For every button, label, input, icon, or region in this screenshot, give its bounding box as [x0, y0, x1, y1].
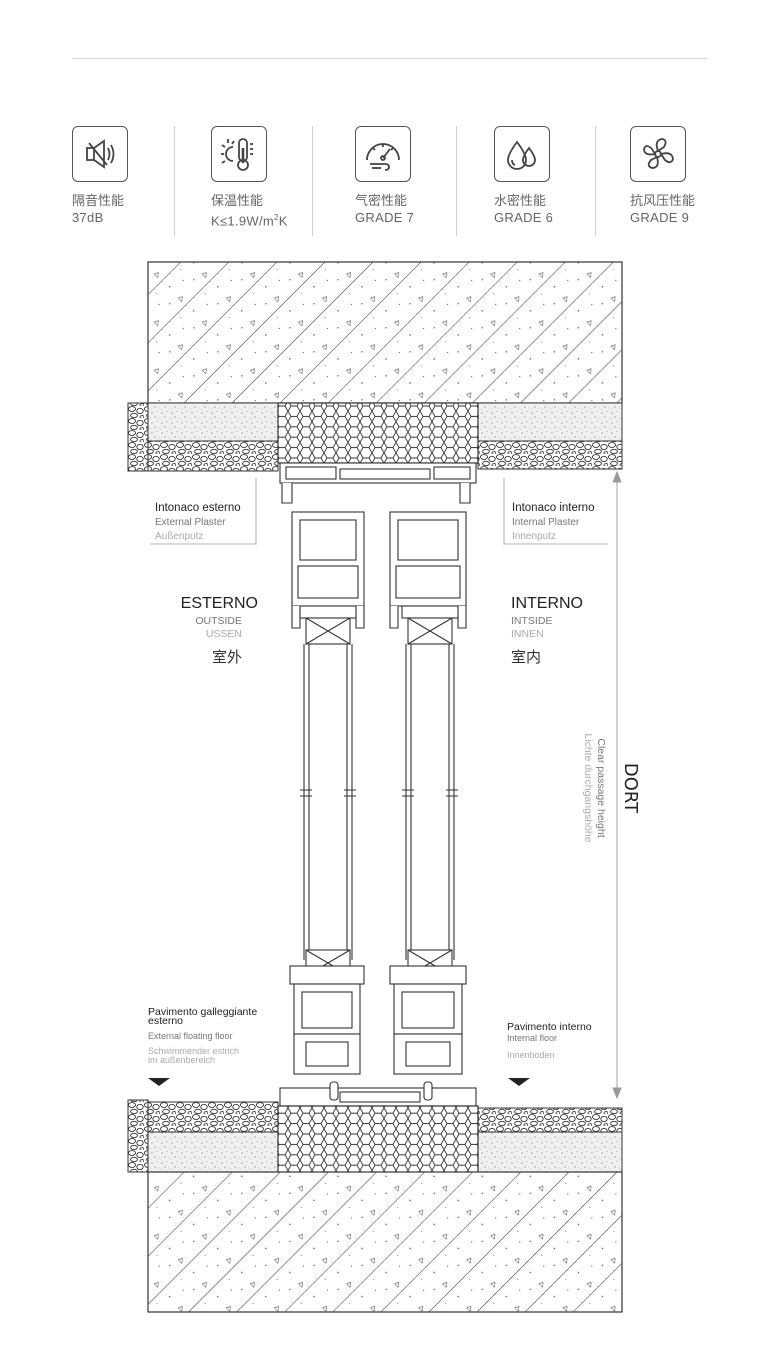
ext-floor-de-1: Schwimmender estrich — [148, 1046, 239, 1056]
speaker-mute-icon — [72, 126, 128, 182]
feature-value: K≤1.9W/m2K — [211, 213, 288, 229]
clear-height-dimension — [612, 470, 622, 1100]
ext-plaster-it: Intonaco esterno — [155, 502, 241, 514]
top-gravel-right — [477, 440, 623, 470]
bottom-gravel-left — [147, 1101, 279, 1133]
performance-features: 隔音性能 37dB 保温性能 K≤1.9W/m2K — [0, 126, 772, 238]
feature-divider — [595, 126, 596, 236]
feature-divider — [456, 126, 457, 236]
feature-value: GRADE 9 — [630, 210, 690, 225]
floor-level-marker-right — [508, 1078, 530, 1086]
floor-level-marker-left — [148, 1078, 170, 1086]
clear-height-en: Clear passage height — [595, 738, 607, 837]
esterno-label: ESTERNO — [181, 595, 258, 612]
clear-height-de: Lichte durchgangshöhe — [582, 733, 594, 842]
int-floor-it: Pavimento interno — [507, 1021, 592, 1033]
inside-cn-label: 室内 — [511, 648, 541, 666]
top-concrete-slab — [147, 261, 623, 404]
feature-name: 抗风压性能 — [630, 194, 696, 209]
intside-label: INTSIDE — [511, 615, 552, 627]
ext-plaster-en: External Plaster — [155, 517, 226, 528]
int-floor-de: Innenboden — [507, 1050, 555, 1060]
top-gravel-left — [147, 440, 279, 472]
innen-label: INNEN — [511, 628, 544, 640]
leader-lines — [150, 478, 608, 545]
feature-air-tightness: 气密性能 GRADE 7 — [355, 126, 475, 226]
ussen-label: USSEN — [206, 628, 242, 640]
ext-floor-it-1: Pavimento galleggiante — [148, 1006, 257, 1018]
feature-thermal-insulation: 保温性能 K≤1.9W/m2K — [211, 126, 331, 229]
sash-left — [289, 511, 365, 1075]
feature-wind-pressure: 抗风压性能 GRADE 9 — [630, 126, 750, 226]
bottom-gravel-right — [477, 1107, 623, 1135]
feature-divider — [174, 126, 175, 236]
int-plaster-en: Internal Plaster — [512, 517, 580, 528]
top-insulation — [277, 402, 479, 464]
feature-name: 隔音性能 — [72, 194, 125, 209]
top-wall-stub — [127, 402, 149, 472]
feature-value: GRADE 6 — [494, 210, 554, 225]
feature-water-tightness: 水密性能 GRADE 6 — [494, 126, 614, 226]
bottom-insulation — [277, 1105, 479, 1175]
feature-sound-insulation: 隔音性能 37dB — [72, 126, 192, 226]
feature-name: 气密性能 — [355, 194, 408, 209]
feature-name: 保温性能 — [211, 194, 264, 209]
outside-cn-label: 室外 — [212, 648, 242, 666]
feature-divider — [312, 126, 313, 236]
water-drops-icon — [494, 126, 550, 182]
bottom-threshold — [279, 1081, 477, 1107]
sliding-door-section-drawing: Intonaco esterno External Plaster Außenp… — [127, 261, 641, 1313]
feature-value: 37dB — [72, 210, 104, 225]
bottom-wall-stub — [127, 1099, 149, 1173]
dort-label: DORT — [620, 763, 641, 814]
feature-name: 水密性能 — [494, 194, 547, 209]
int-floor-en: Internal floor — [507, 1033, 557, 1043]
int-plaster-it: Intonaco interno — [512, 502, 594, 514]
ext-floor-de-2: im außenbereich — [148, 1055, 215, 1065]
bottom-concrete-slab — [147, 1171, 623, 1313]
sash-right — [389, 511, 467, 1075]
ext-floor-en: External floating floor — [148, 1031, 233, 1041]
fan-wind-icon — [630, 126, 686, 182]
top-divider-line — [72, 58, 708, 59]
gauge-icon — [355, 126, 411, 182]
outside-label: OUTSIDE — [195, 615, 242, 627]
top-frame-head — [279, 462, 477, 504]
interno-label: INTERNO — [511, 595, 583, 612]
feature-value: GRADE 7 — [355, 210, 415, 225]
ext-plaster-de: Außenputz — [155, 531, 203, 542]
glass-break-marks — [300, 789, 458, 797]
int-plaster-de: Innenputz — [512, 531, 556, 542]
sun-thermometer-icon — [211, 126, 267, 182]
ext-floor-it-2: esterno — [148, 1015, 183, 1027]
